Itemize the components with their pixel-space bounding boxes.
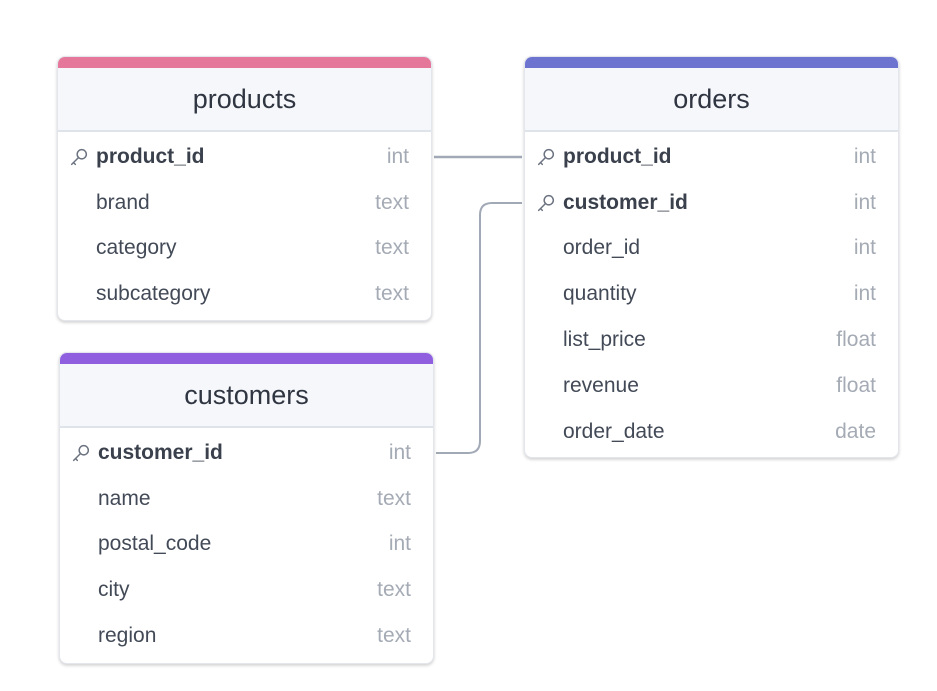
field-name: order_id: [563, 236, 641, 260]
key-icon: [72, 444, 90, 462]
field-type: int: [388, 440, 411, 464]
field-row-name[interactable]: name text: [60, 476, 433, 522]
field-row-city[interactable]: city text: [60, 567, 433, 613]
field-row-list_price[interactable]: list_price float: [525, 317, 898, 363]
field-row-revenue[interactable]: revenue float: [525, 363, 898, 409]
key-icon: [70, 148, 88, 166]
field-type: text: [375, 190, 409, 214]
field-row-customer_id[interactable]: customer_id int: [60, 430, 433, 476]
field-name: customer_id: [563, 190, 688, 214]
key-icon: [537, 194, 555, 211]
field-type: int: [853, 282, 876, 306]
field-name: product_id: [563, 144, 672, 168]
field-type: int: [388, 532, 411, 556]
table-title[interactable]: products: [58, 68, 431, 132]
field-row-product_id[interactable]: product_id int: [58, 134, 431, 180]
field-row-postal_code[interactable]: postal_code int: [60, 522, 433, 568]
table-accent-bar: [525, 57, 898, 68]
field-row-order_date[interactable]: order_date date: [525, 409, 898, 455]
field-name: quantity: [563, 282, 637, 306]
relation-customers-orders: [436, 202, 522, 454]
field-name: name: [98, 486, 151, 510]
field-type: int: [853, 236, 876, 260]
field-name: city: [98, 578, 130, 602]
field-row-order_id[interactable]: order_id int: [525, 226, 898, 272]
field-type: int: [853, 190, 876, 214]
field-type: text: [377, 486, 411, 510]
table-products[interactable]: products product_id int brand text categ…: [57, 56, 432, 321]
field-name: revenue: [563, 373, 639, 397]
key-icon: [537, 148, 555, 166]
table-accent-bar: [60, 353, 433, 364]
field-name: subcategory: [96, 282, 211, 306]
field-name: postal_code: [98, 532, 212, 556]
field-name: region: [98, 624, 157, 648]
field-type: text: [375, 282, 409, 306]
table-orders[interactable]: orders product_id int customer_id int or…: [524, 56, 899, 458]
field-name: brand: [96, 190, 150, 214]
table-title[interactable]: orders: [525, 68, 898, 132]
field-type: float: [836, 373, 876, 397]
field-name: list_price: [563, 328, 646, 352]
field-row-brand[interactable]: brand text: [58, 180, 431, 226]
field-type: float: [836, 328, 876, 352]
field-row-subcategory[interactable]: subcategory text: [58, 271, 431, 317]
field-type: text: [377, 578, 411, 602]
table-title[interactable]: customers: [60, 364, 433, 428]
field-type: date: [835, 419, 876, 443]
field-type: int: [386, 144, 409, 168]
field-row-region[interactable]: region text: [60, 613, 433, 659]
field-type: int: [853, 144, 876, 168]
table-accent-bar: [58, 57, 431, 68]
field-name: order_date: [563, 419, 665, 443]
field-type: text: [377, 624, 411, 648]
table-customers[interactable]: customers customer_id int name text post…: [59, 352, 434, 664]
field-type: text: [375, 236, 409, 260]
field-name: product_id: [96, 144, 205, 168]
field-row-quantity[interactable]: quantity int: [525, 271, 898, 317]
field-name: customer_id: [98, 440, 223, 464]
field-row-category[interactable]: category text: [58, 226, 431, 272]
field-name: category: [96, 236, 177, 260]
field-row-customer_id[interactable]: customer_id int: [525, 180, 898, 226]
field-row-product_id[interactable]: product_id int: [525, 134, 898, 180]
